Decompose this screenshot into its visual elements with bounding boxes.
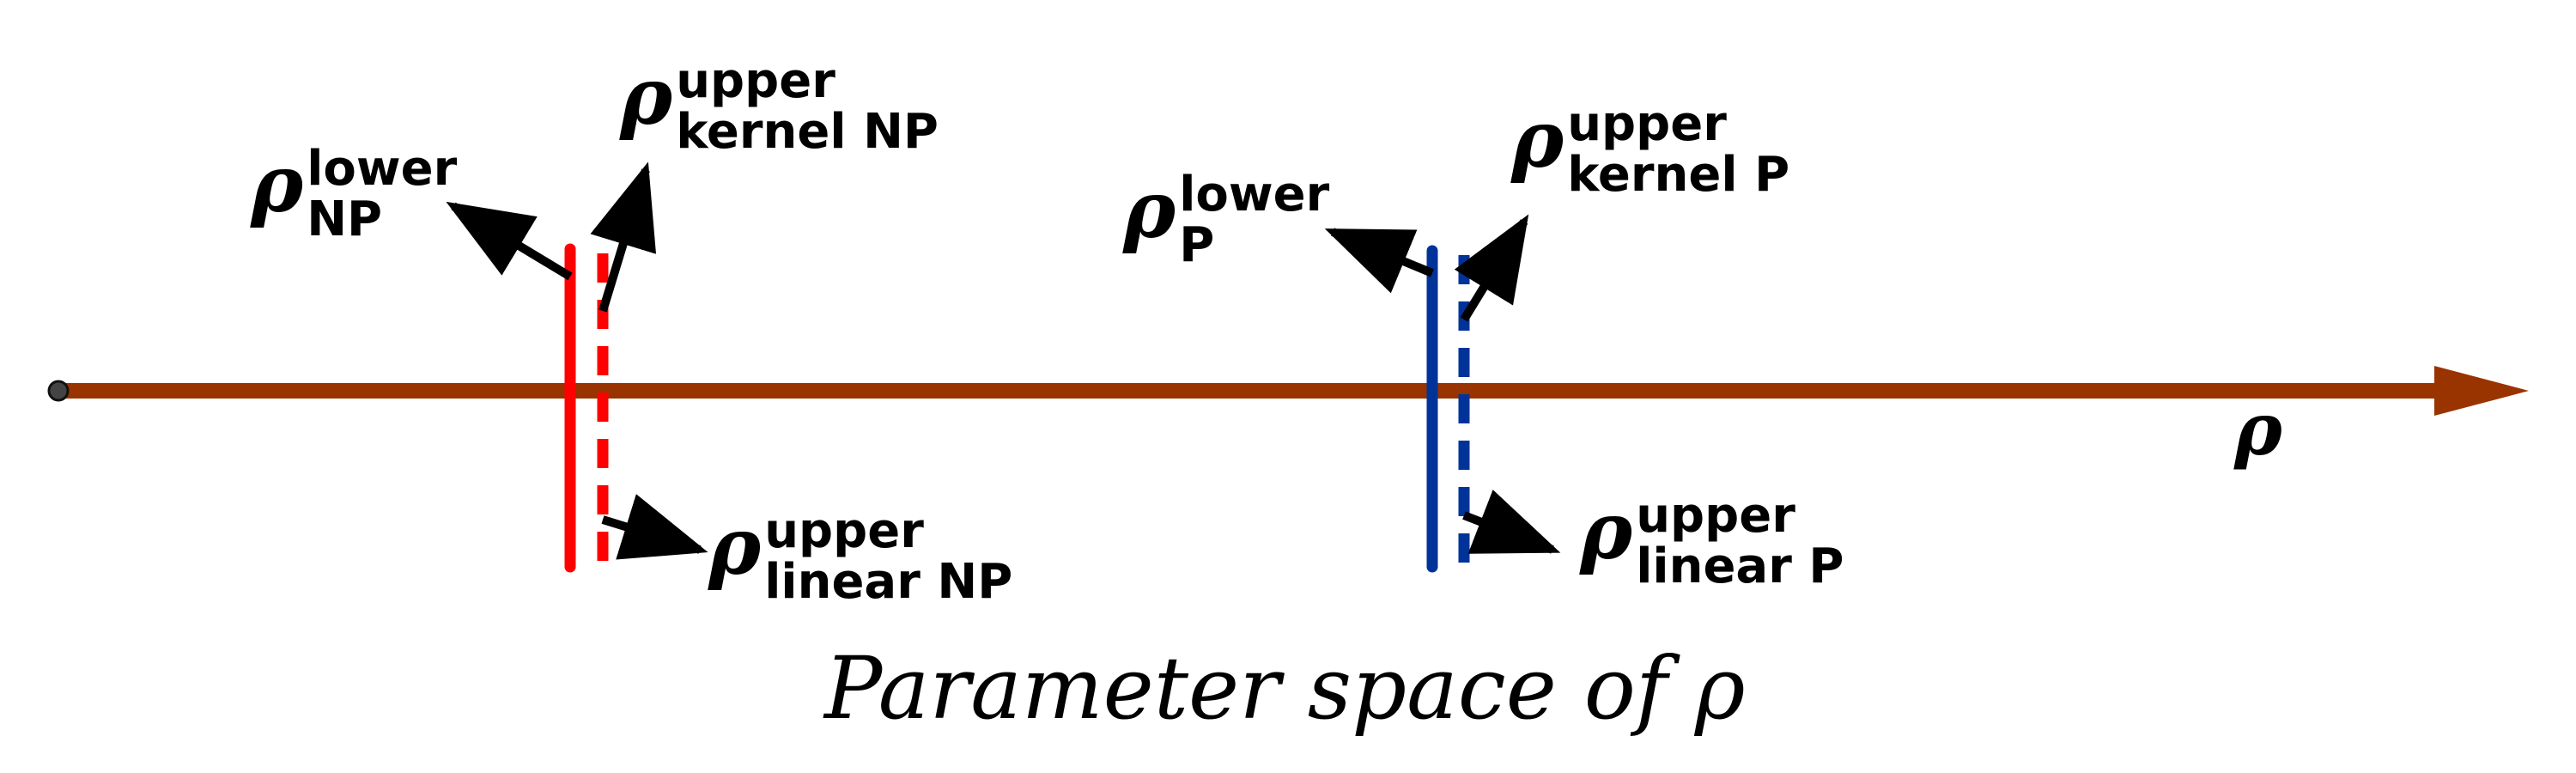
label-p-linear-upper-sub: linear P xyxy=(1636,538,1844,594)
label-np-lower-sup: lower xyxy=(307,141,458,197)
label-np-kernel-upper-sup: upper xyxy=(676,53,835,109)
label-p-kernel-upper-sup: upper xyxy=(1567,96,1727,152)
label-np-kernel-upper-symbol: ρ xyxy=(620,50,673,143)
arrow-np-kernel-upper xyxy=(590,161,657,313)
label-p-lower-sup: lower xyxy=(1179,167,1330,222)
label-p-linear-upper-sup: upper xyxy=(1636,488,1795,544)
label-np-linear-upper-sup: upper xyxy=(764,503,924,559)
axis-symbol-label: ρ xyxy=(2234,386,2282,472)
arrow-p-lower xyxy=(1324,228,1434,294)
arrow-np-lower xyxy=(446,201,573,281)
label-p-linear-upper-symbol: ρ xyxy=(1580,484,1633,577)
label-p-lower-symbol: ρ xyxy=(1123,163,1176,256)
arrow-p-linear-upper xyxy=(1462,490,1561,554)
label-np-kernel-upper-sub: kernel NP xyxy=(676,103,939,160)
label-p-kernel-upper-sub: kernel P xyxy=(1567,146,1790,203)
arrow-p-kernel-upper xyxy=(1454,214,1529,322)
origin-dot xyxy=(47,380,70,402)
label-p-lower-sub: P xyxy=(1179,216,1215,273)
label-p-kernel-upper-symbol: ρ xyxy=(1511,93,1564,186)
label-np-lower-symbol: ρ xyxy=(251,137,304,230)
rho-axis-arrowhead xyxy=(2434,366,2529,416)
label-np-lower-sub: NP xyxy=(307,191,383,247)
diagram-caption: Parameter space of ρ xyxy=(824,638,1746,739)
arrow-np-linear-upper xyxy=(601,494,708,560)
label-np-linear-upper-symbol: ρ xyxy=(708,500,762,593)
label-np-linear-upper-sub: linear NP xyxy=(764,553,1013,610)
